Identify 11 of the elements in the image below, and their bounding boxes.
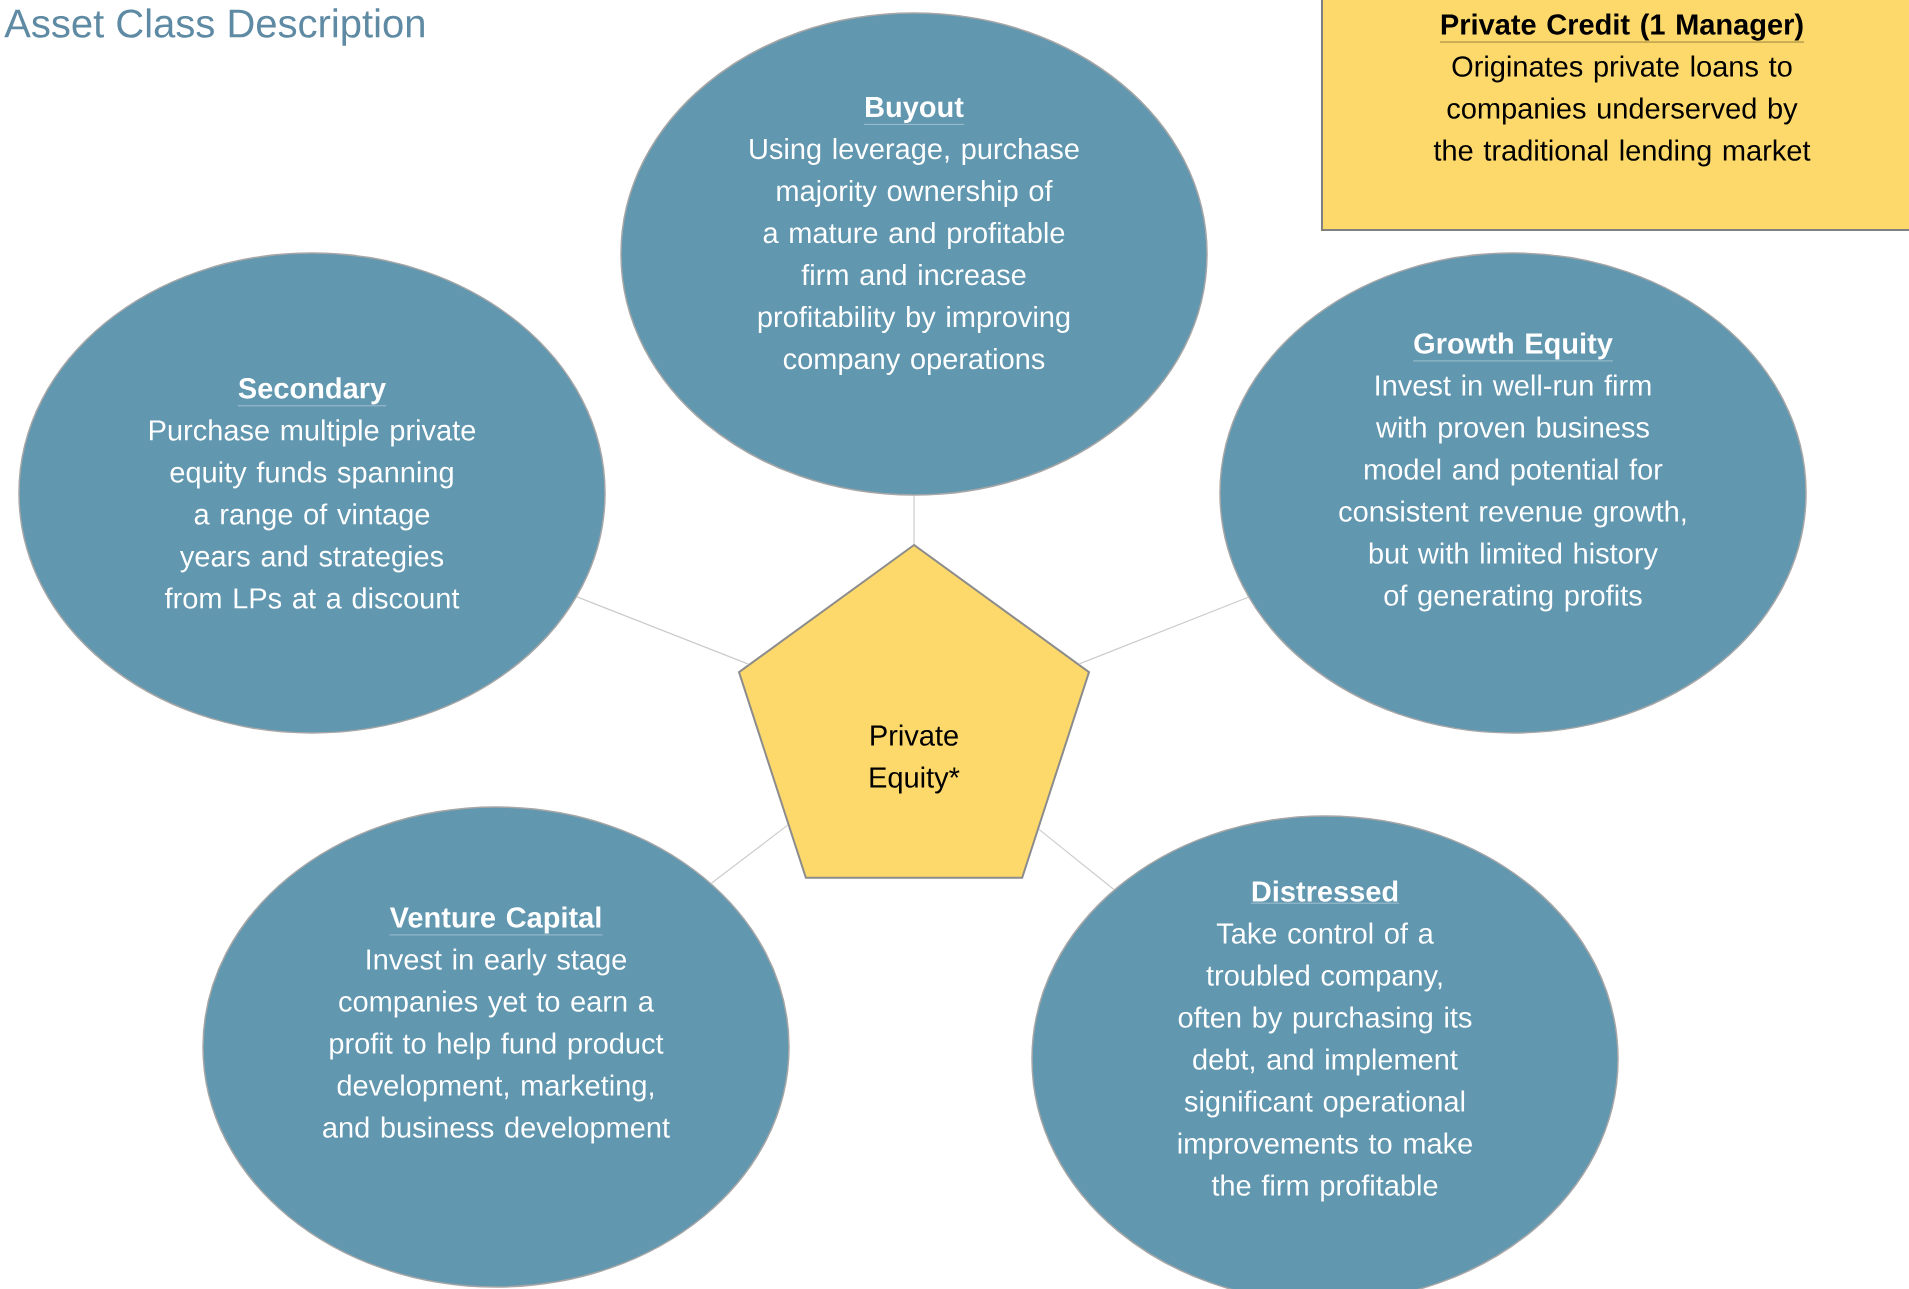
connector-line [710,824,789,884]
note-box: Private Credit (1 Manager) Originates private loans to companies underserved by the traditional lending market [1321,0,1909,231]
connector-line [1038,828,1115,891]
ellipse-bubble: Distressed Take control of a troubled company, often by purchasing its debt, and implement significant operational improvements to make the firm profitable [1031,815,1619,1289]
connector-line [1078,596,1249,665]
ellipse-bubble: Secondary Purchase multiple private equity funds spanning a range of vintage years and strategies from LPs at a discount [18,252,606,734]
ellipse-bubble: Buyout Using leverage, purchase majority ownership of a mature and profitable firm and increase profitability by improving company operations [620,12,1208,496]
ellipse-bubble: Growth Equity Invest in well-run firm with proven business model and potential for consistent revenue growth, but with limited history of generating profits [1219,252,1807,734]
ellipse-bubble: Venture Capital Invest in early stage companies yet to earn a profit to help fund product development, marketing, and business development [202,806,790,1288]
connector-line [576,596,749,665]
title: Asset Class Description [4,8,424,46]
